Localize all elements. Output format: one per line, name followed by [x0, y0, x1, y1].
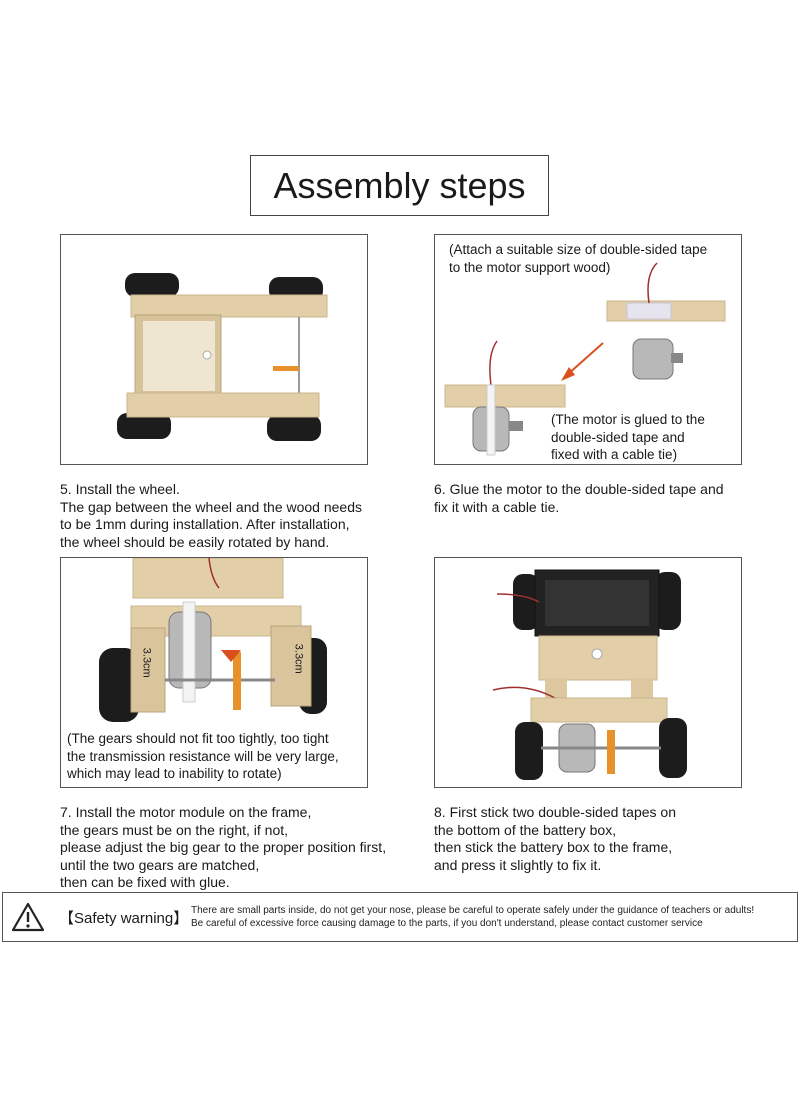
step8-caption: 8. First stick two double-sided tapes on…: [434, 804, 677, 873]
step7-frame-illustration: [99, 558, 327, 722]
step5-car-illustration: [117, 273, 328, 441]
step7-photo: 3.3cm 3.3cm (The gears should not fit to…: [60, 557, 368, 788]
step5-photo: [60, 234, 368, 465]
step7-dimension-left: 3.3cm: [140, 647, 153, 678]
warning-triangle-icon: [11, 902, 45, 932]
safety-warning-box: 【Safety warning】 There are small parts i…: [2, 892, 798, 942]
step6-note-bottom: (The motor is glued to the double-sided …: [551, 412, 705, 462]
step6-note-top: (Attach a suitable size of double-sided …: [449, 242, 708, 275]
page-title: Assembly steps: [273, 164, 526, 206]
safety-warning-text: There are small parts inside, do not get…: [191, 905, 755, 929]
step6-caption: 6. Glue the motor to the double-sided ta…: [434, 481, 724, 515]
step7-dimension-right: 3.3cm: [292, 643, 305, 674]
step5-caption: 5. Install the wheel. The gap between th…: [60, 481, 363, 550]
title-box: Assembly steps: [250, 155, 549, 216]
step7-note: (The gears should not fit too tightly, t…: [65, 730, 341, 783]
step6-photo: (Attach a suitable size of double-sided …: [434, 234, 742, 465]
step8-battery-illustration: [492, 569, 687, 780]
step7-caption: 7. Install the motor module on the frame…: [60, 804, 387, 890]
step8-photo: [434, 557, 742, 788]
step6-motor-illustration: [444, 262, 726, 456]
safety-warning-label: 【Safety warning】: [59, 910, 189, 927]
